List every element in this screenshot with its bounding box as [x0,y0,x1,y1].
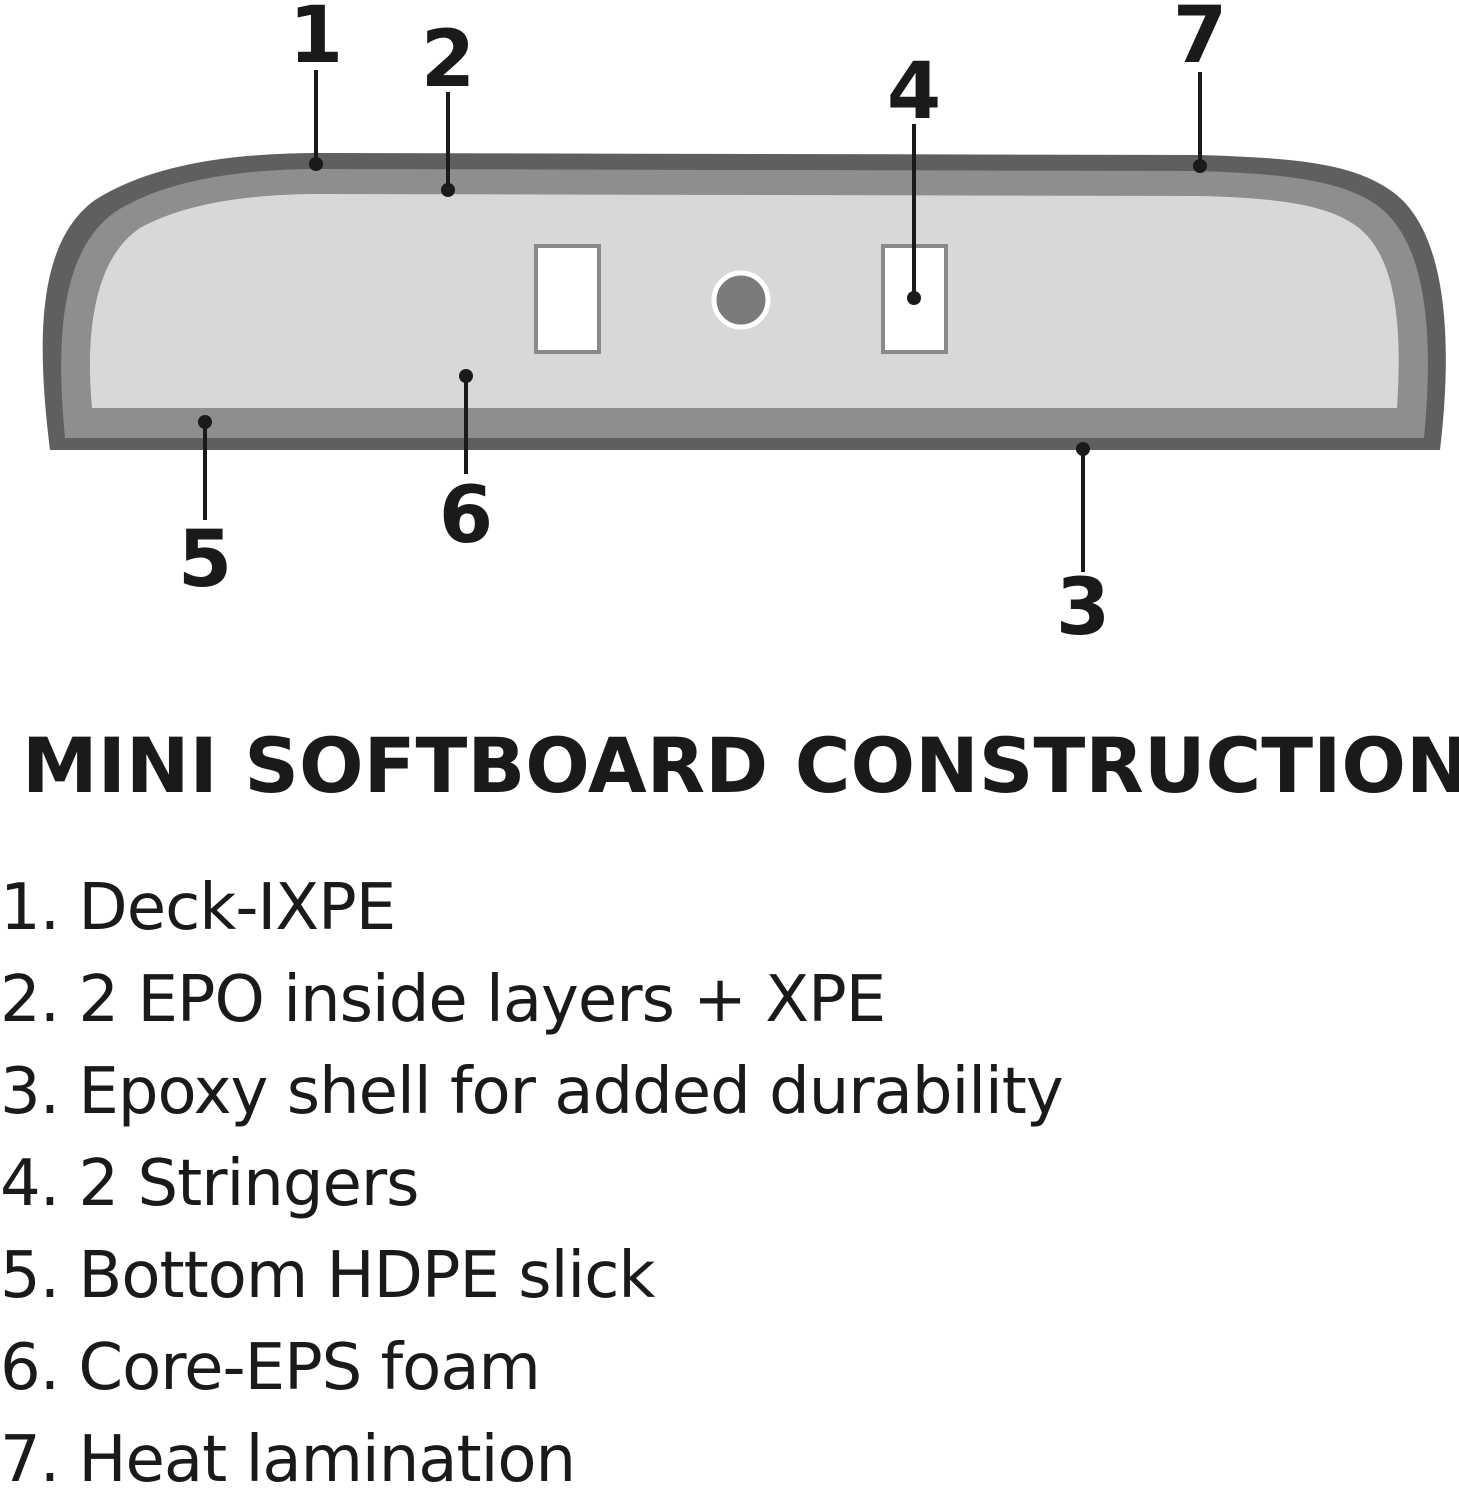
leader-dot-2 [441,183,455,197]
legend-item-3: 3. Epoxy shell for added durability [0,1055,1064,1129]
leader-dot-3 [1076,442,1090,456]
leader-dot-4 [907,291,921,305]
legend-list: 1. Deck-IXPE 2. 2 EPO inside layers + XP… [0,862,1064,1506]
legend-item-1: 1. Deck-IXPE [0,871,396,945]
leader-dot-5 [198,415,212,429]
leader-dot-6 [459,369,473,383]
legend-item-5: 5. Bottom HDPE slick [0,1239,655,1313]
callout-number-7: 7 [1173,0,1227,81]
callout-number-3: 3 [1056,563,1110,653]
callout-number-6: 6 [439,471,493,561]
leash-plug-icon [711,270,771,330]
callout-number-1: 1 [289,0,343,81]
legend-item-6: 6. Core-EPS foam [0,1331,541,1405]
stringer-left [534,244,601,354]
legend-item-2: 2. 2 EPO inside layers + XPE [0,963,886,1037]
callout-number-2: 2 [421,15,475,105]
board-cross-section-diagram: 1 2 3 4 5 6 7 [42,0,1446,653]
diagram-title: MINI SOFTBOARD CONSTRUCTION [22,721,1459,810]
leader-dot-1 [309,157,323,171]
callout-number-4: 4 [887,47,941,137]
legend-item-4: 4. 2 Stringers [0,1147,419,1221]
legend-item-7: 7. Heat lamination [0,1423,576,1497]
leader-dot-7 [1193,159,1207,173]
callout-number-5: 5 [178,515,232,605]
